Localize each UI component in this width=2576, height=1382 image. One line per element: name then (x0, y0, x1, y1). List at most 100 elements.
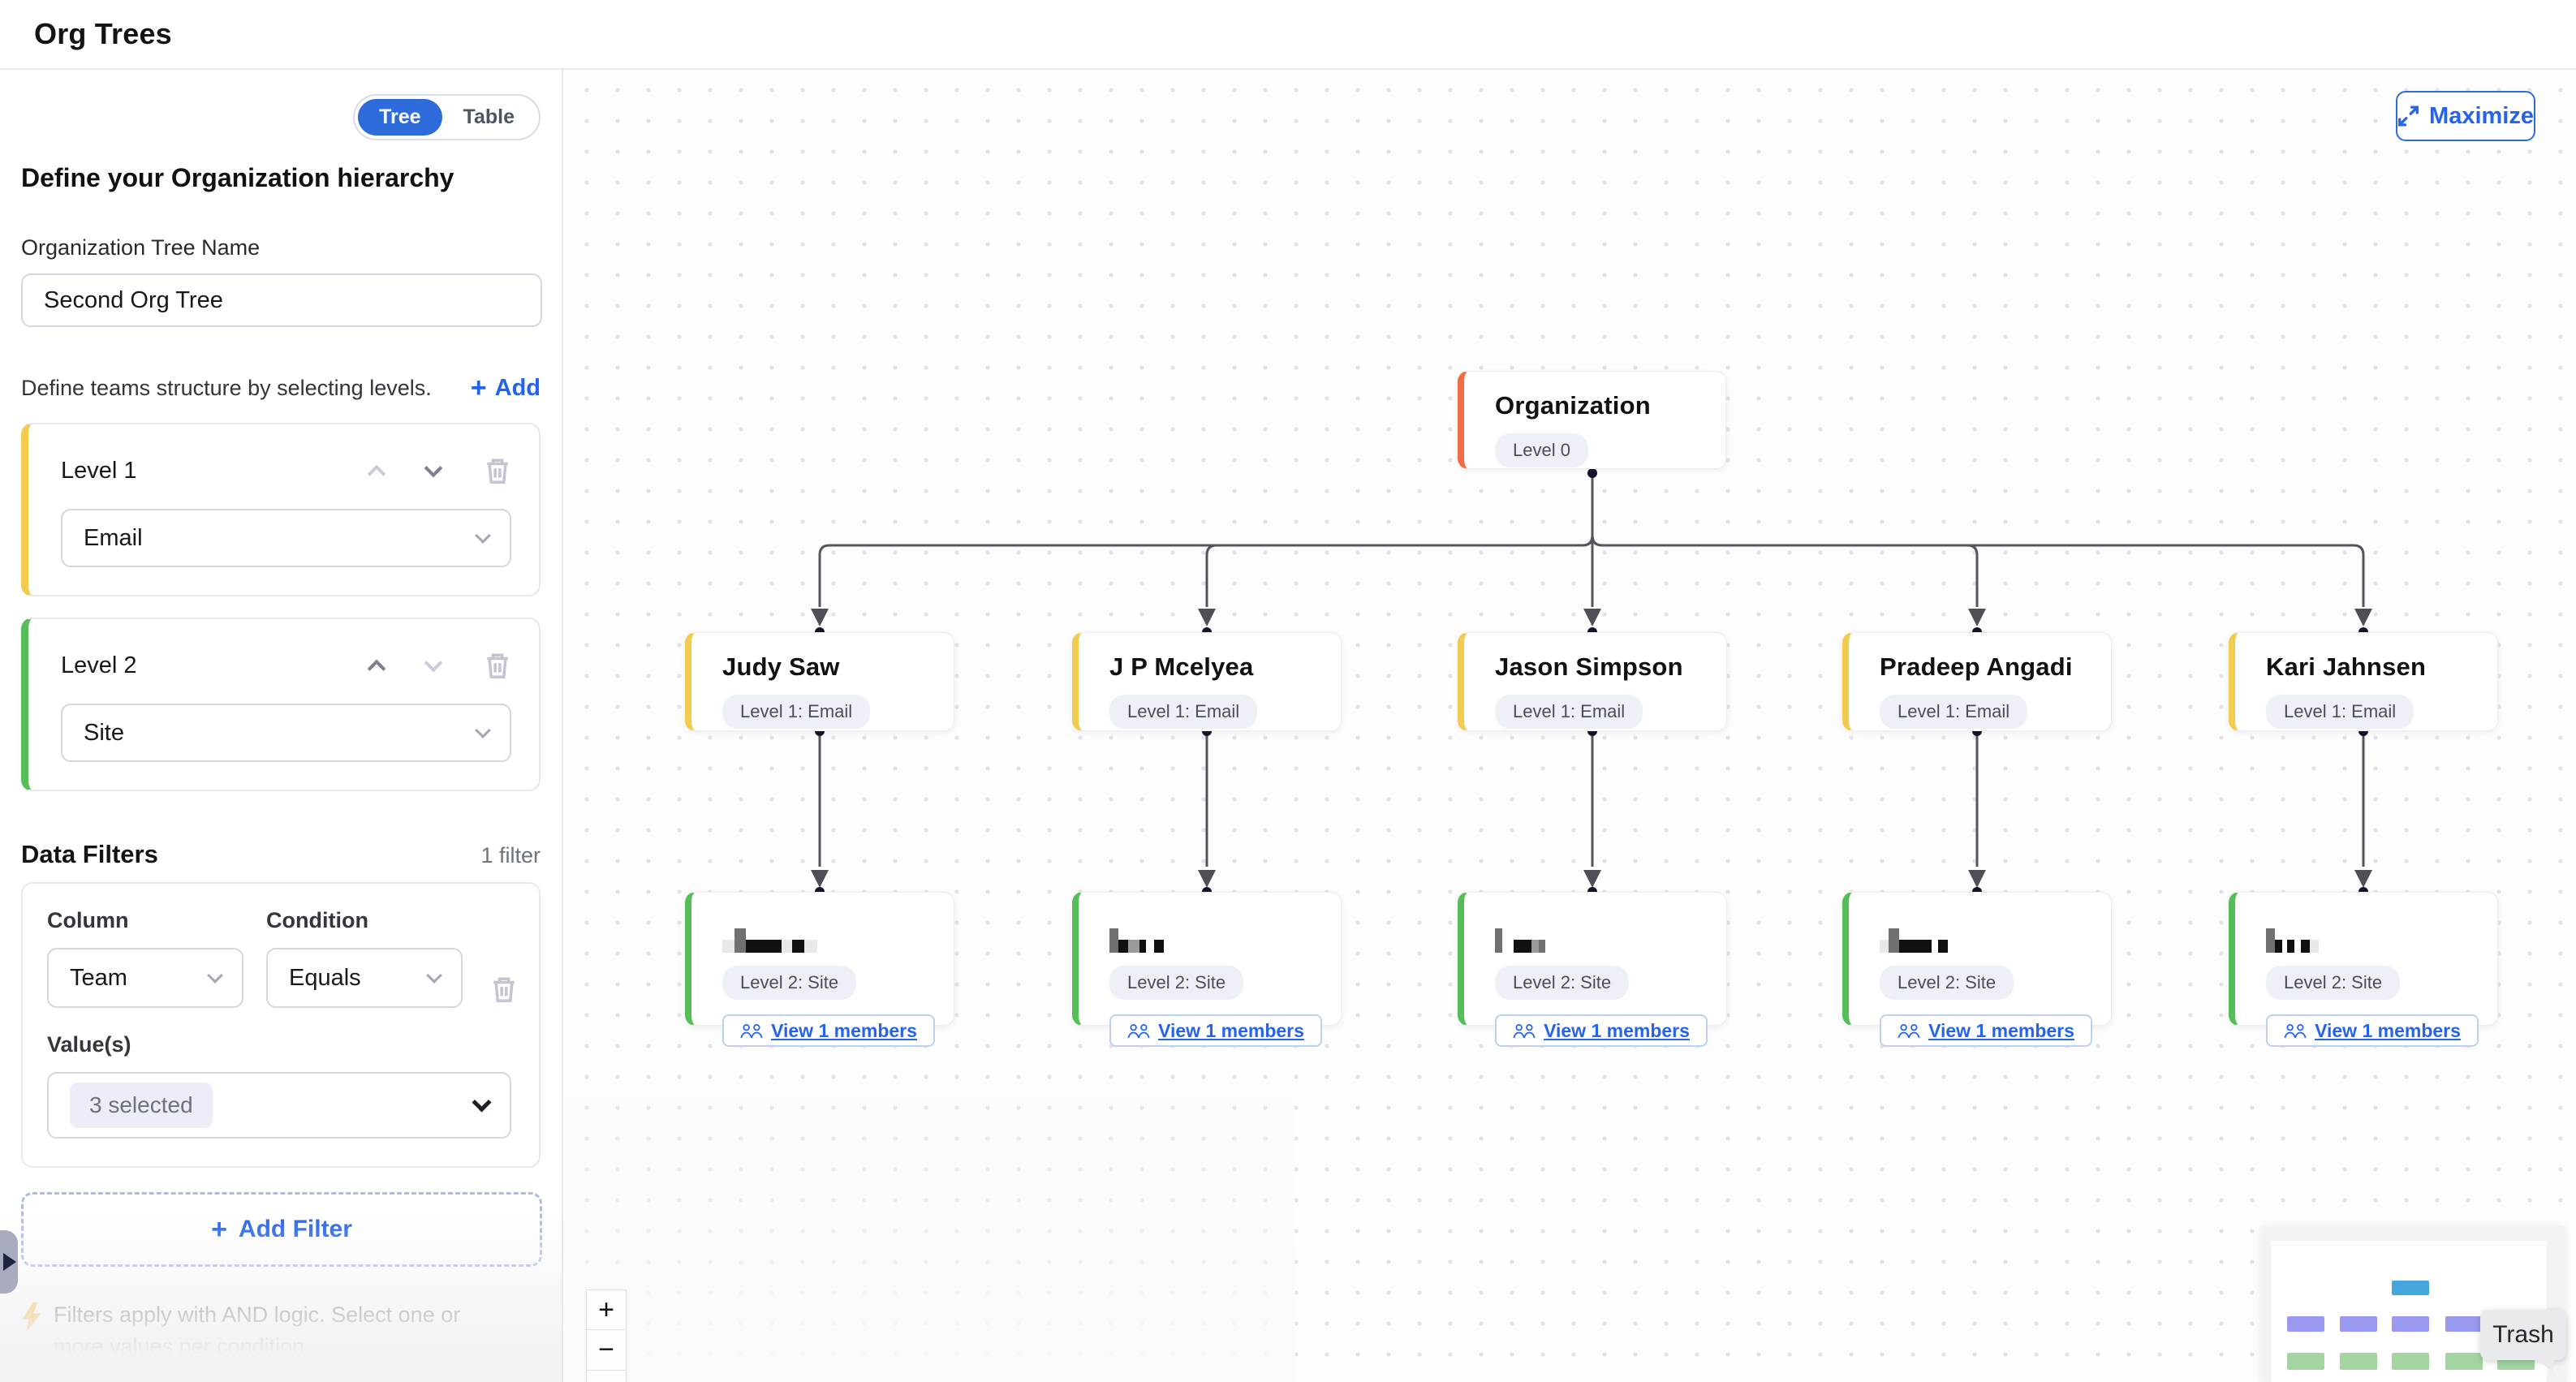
level-field-select[interactable]: Email (61, 509, 511, 567)
view-toggle: Tree Table (21, 94, 541, 140)
org-node-level1[interactable]: Pradeep Angadi Level 1: Email (1842, 632, 2112, 731)
minimap-level1-node (2392, 1316, 2429, 1332)
chevron-up-icon (367, 659, 386, 678)
levels-description: Define teams structure by selecting leve… (21, 375, 432, 400)
members-icon (2284, 1023, 2307, 1039)
app-header: Org Trees (0, 0, 2576, 70)
minimap-level2-node (2392, 1353, 2429, 1370)
level-card-1: Level 1 Email (21, 423, 541, 596)
filter-count: 1 filter (480, 843, 541, 868)
fit-view-button[interactable]: ⌐¬ (586, 1371, 627, 1382)
delete-level-button[interactable] (484, 455, 511, 486)
org-node-level2[interactable]: Level 2: Site View 1 members (1458, 892, 1727, 1047)
add-level-button[interactable]: + Add (470, 372, 541, 403)
values-label: Value(s) (47, 1032, 131, 1057)
trash-icon (487, 653, 508, 678)
view-members-button[interactable]: View 1 members (1109, 1014, 1322, 1047)
level-card-2: Level 2 Site (21, 618, 541, 791)
condition-label: Condition (266, 908, 368, 932)
node-title: Organization (1495, 391, 1651, 420)
minimap-level2-node (2445, 1353, 2483, 1370)
view-members-button[interactable]: View 1 members (722, 1014, 935, 1047)
minimap-level1-node (2445, 1316, 2483, 1332)
node-level-badge: Level 2: Site (1880, 966, 2014, 1000)
lightning-icon (22, 1302, 41, 1332)
plus-icon: + (470, 372, 487, 403)
org-node-level2[interactable]: Level 2: Site View 1 members (1842, 892, 2112, 1047)
node-level-badge: Level 1: Email (1495, 695, 1643, 729)
node-level-badge: Level 1: Email (722, 695, 871, 729)
filter-card: Column Team Condition Equals (21, 882, 541, 1168)
node-title: J P Mcelyea (1109, 652, 1254, 681)
redacted-name (2266, 914, 2478, 953)
filter-values-multiselect[interactable]: 3 selected (47, 1072, 511, 1139)
view-members-button[interactable]: View 1 members (1880, 1014, 2092, 1047)
chevron-down-icon (207, 967, 223, 984)
add-filter-button[interactable]: + Add Filter (21, 1192, 542, 1267)
panel-expand-handle[interactable] (0, 1230, 18, 1294)
node-level-badge: Level 2: Site (1109, 966, 1244, 1000)
minimap-level2-node (2287, 1353, 2324, 1370)
chevron-down-icon (472, 1091, 492, 1113)
org-node-level1[interactable]: Judy Saw Level 1: Email (685, 632, 954, 731)
org-node-root[interactable]: Organization Level 0 (1458, 371, 1726, 469)
chevron-down-icon (426, 967, 442, 984)
node-level-badge: Level 1: Email (2266, 695, 2414, 729)
move-level-down-button[interactable] (424, 459, 443, 480)
redacted-name (1880, 914, 2091, 953)
toggle-table[interactable]: Table (463, 105, 515, 128)
expand-icon (2398, 105, 2419, 127)
maximize-button[interactable]: Maximize (2396, 91, 2535, 141)
chevron-down-icon (424, 653, 443, 673)
node-level-badge: Level 2: Site (2266, 966, 2401, 1000)
org-node-level2[interactable]: Level 2: Site View 1 members (685, 892, 954, 1047)
delete-level-button[interactable] (484, 650, 511, 681)
chevron-down-icon (475, 527, 491, 544)
org-node-level2[interactable]: Level 2: Site View 1 members (2229, 892, 2498, 1047)
move-level-up-button[interactable] (367, 461, 386, 484)
members-icon (1898, 1023, 1920, 1039)
level-label: Level 2 (61, 652, 137, 678)
level-field-select[interactable]: Site (61, 704, 511, 762)
redacted-name (1495, 914, 1707, 953)
redacted-name (1109, 914, 1321, 953)
node-level-badge: Level 2: Site (722, 966, 857, 1000)
minimap-root-node (2392, 1281, 2429, 1295)
chevron-down-icon (424, 459, 443, 478)
data-filters-title: Data Filters (21, 840, 158, 868)
view-members-button[interactable]: View 1 members (1495, 1014, 1708, 1047)
node-level-badge: Level 1: Email (1109, 695, 1258, 729)
zoom-out-button[interactable]: − (586, 1330, 627, 1371)
minimap-level2-node (2340, 1353, 2377, 1370)
members-icon (740, 1023, 763, 1039)
node-title: Kari Jahnsen (2266, 652, 2427, 681)
move-level-down-button[interactable] (424, 653, 443, 674)
filters-note: Filters apply with AND logic. Select one… (21, 1299, 508, 1363)
tree-name-label: Organization Tree Name (21, 235, 261, 260)
panel-heading: Define your Organization hierarchy (21, 163, 454, 192)
delete-filter-button[interactable] (490, 974, 518, 1005)
tree-name-input[interactable] (21, 273, 542, 327)
org-node-level1[interactable]: Jason Simpson Level 1: Email (1458, 632, 1727, 731)
org-node-level2[interactable]: Level 2: Site View 1 members (1072, 892, 1342, 1047)
plus-icon: + (211, 1214, 227, 1245)
chevron-down-icon (475, 722, 491, 738)
filter-condition-select[interactable]: Equals (266, 948, 463, 1008)
minimap-level1-node (2287, 1316, 2324, 1332)
redacted-name (722, 914, 934, 953)
view-members-button[interactable]: View 1 members (2266, 1014, 2479, 1047)
zoom-in-button[interactable]: + (586, 1289, 627, 1330)
node-level-badge: Level 2: Site (1495, 966, 1630, 1000)
org-node-level1[interactable]: Kari Jahnsen Level 1: Email (2229, 632, 2498, 731)
toggle-tree[interactable]: Tree (358, 99, 442, 136)
move-level-up-button[interactable] (367, 656, 386, 678)
level-label: Level 1 (61, 457, 137, 484)
members-icon (1513, 1023, 1536, 1039)
org-node-level1[interactable]: J P Mcelyea Level 1: Email (1072, 632, 1342, 731)
node-title: Judy Saw (722, 652, 840, 681)
members-icon (1127, 1023, 1150, 1039)
canvas-zoom-controls: + − ⌐¬ (586, 1289, 627, 1382)
page-title: Org Trees (34, 17, 172, 50)
filter-column-select[interactable]: Team (47, 948, 243, 1008)
